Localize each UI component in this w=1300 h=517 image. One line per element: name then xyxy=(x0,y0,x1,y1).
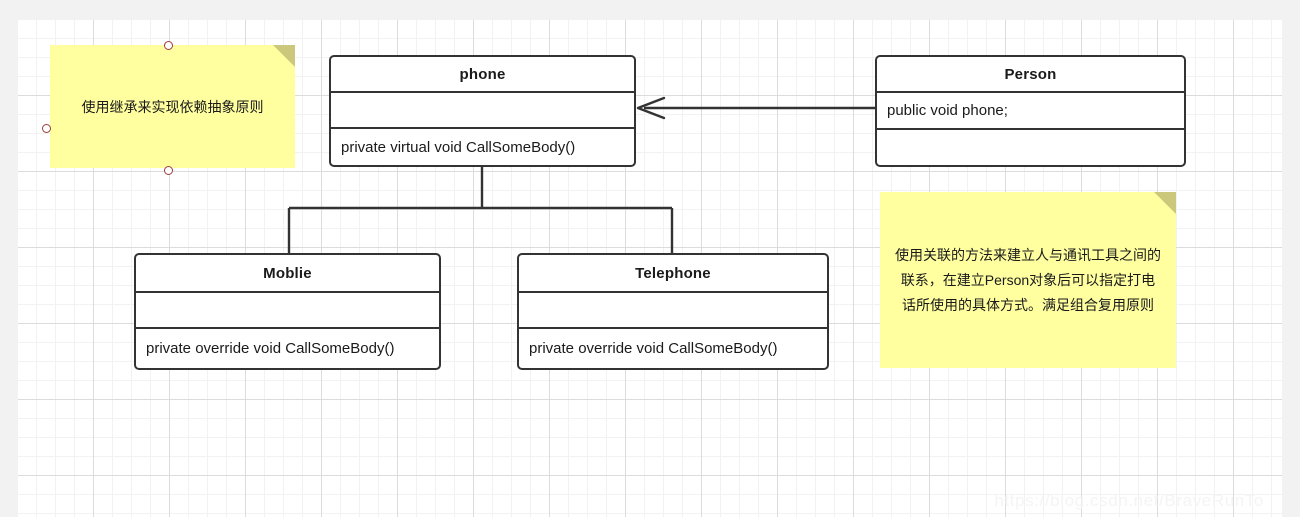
class-attributes-moblie xyxy=(136,293,439,329)
watermark-text: https://blog.csdn.net/BraveRunTo xyxy=(994,491,1264,510)
diagram-canvas[interactable]: 使用继承来实现依赖抽象原则 使用关联的方法来建立人与通讯工具之间的联系，在建立P… xyxy=(18,20,1282,517)
class-attributes-telephone xyxy=(519,293,827,329)
note-text: 使用继承来实现依赖抽象原则 xyxy=(81,98,264,115)
class-operations-telephone: private override void CallSomeBody() xyxy=(529,340,778,357)
class-box-telephone[interactable]: Telephone private override void CallSome… xyxy=(517,253,829,370)
class-box-person[interactable]: Person public void phone; xyxy=(875,55,1186,167)
association-person-to-phone[interactable] xyxy=(636,96,875,120)
class-attributes-person: public void phone; xyxy=(877,93,1184,130)
class-operations-phone: private virtual void CallSomeBody() xyxy=(341,138,576,156)
class-box-phone[interactable]: phone private virtual void CallSomeBody(… xyxy=(329,55,636,167)
note-fold-corner-icon xyxy=(1154,192,1176,214)
note-inheritance-principle[interactable]: 使用继承来实现依赖抽象原则 xyxy=(50,45,295,168)
class-operations-person xyxy=(877,130,1184,165)
selection-handle-bottom[interactable] xyxy=(164,166,173,175)
note-association-principle[interactable]: 使用关联的方法来建立人与通讯工具之间的联系，在建立Person对象后可以指定打电… xyxy=(880,192,1176,368)
class-name-telephone: Telephone xyxy=(519,255,827,293)
note-fold-corner-icon xyxy=(273,45,295,67)
class-box-moblie[interactable]: Moblie private override void CallSomeBod… xyxy=(134,253,441,370)
class-name-phone: phone xyxy=(331,57,634,93)
selection-handle-top[interactable] xyxy=(164,41,173,50)
class-name-person: Person xyxy=(877,57,1184,93)
selection-handle-left[interactable] xyxy=(42,124,51,133)
class-name-moblie: Moblie xyxy=(136,255,439,293)
class-operations-moblie: private override void CallSomeBody() xyxy=(146,340,395,357)
note-text: 使用关联的方法来建立人与通讯工具之间的联系，在建立Person对象后可以指定打电… xyxy=(895,246,1161,313)
class-attributes-phone xyxy=(331,93,634,129)
